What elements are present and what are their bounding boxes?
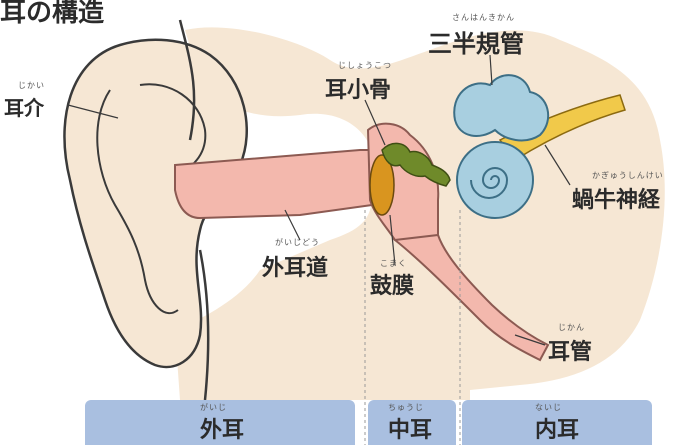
label-komaku: 鼓膜 (370, 268, 414, 300)
label-ruby-sanhankikan: さんはんきかん (452, 12, 515, 23)
cochlea (457, 142, 533, 218)
label-ruby-gaijidou: がいじどう (275, 237, 320, 248)
diagram-title: 耳の構造 (0, 0, 104, 29)
section-label-chuuji: 中耳 (388, 412, 432, 444)
label-ruby-jishoukotsu: じしょうこつ (338, 60, 392, 71)
label-ruby-kagyuushinkei: かぎゅうしんけい (592, 170, 664, 181)
label-jikai: 耳介 (4, 92, 44, 121)
label-jikan: 耳管 (548, 334, 592, 366)
section-label-naiji: 内耳 (535, 412, 579, 444)
label-gaijidou: 外耳道 (262, 250, 328, 282)
section-label-gaiji: 外耳 (200, 412, 244, 444)
label-kagyuushinkei: 蝸牛神経 (572, 182, 660, 214)
label-jishoukotsu: 耳小骨 (325, 72, 391, 104)
label-ruby-jikai: じかい (18, 80, 45, 91)
label-ruby-jikan: じかん (558, 322, 585, 333)
label-sanhankikan: 三半規管 (428, 24, 524, 59)
